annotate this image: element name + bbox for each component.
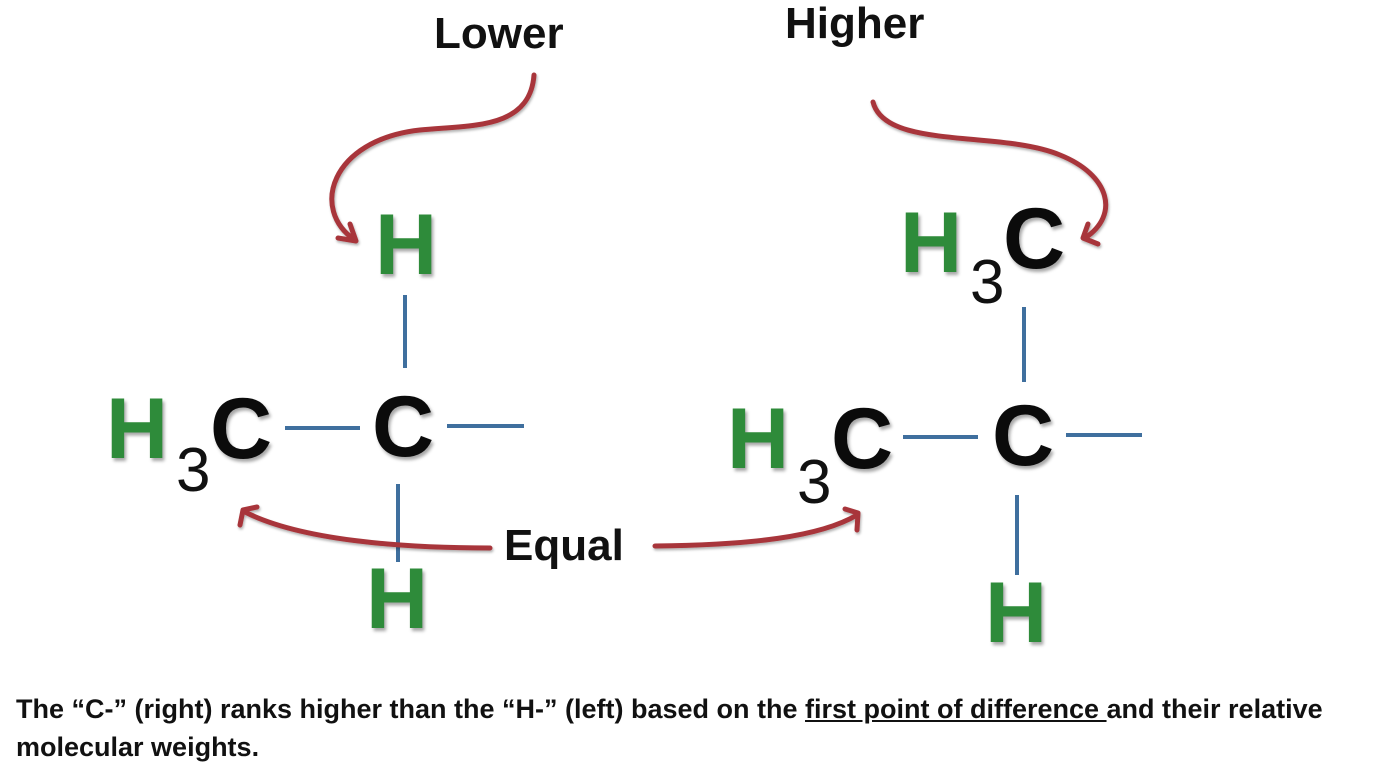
equal-arrow-left <box>242 509 493 551</box>
left-methyl-carbon: C <box>210 381 273 477</box>
caption-underlined-phrase: first point of difference <box>805 694 1107 724</box>
higher-arrow <box>870 99 1109 241</box>
lower-arrow-head <box>335 221 359 244</box>
higher-arrow-head <box>1080 221 1101 247</box>
right-left-methyl-hydrogen: H <box>727 391 790 487</box>
left-center-carbon: C <box>372 379 435 475</box>
equal-arrow-right <box>652 512 860 549</box>
left-methyl-hydrogen: H <box>106 381 169 477</box>
right-top-methyl-subscript: 3 <box>970 248 1005 317</box>
right-left-methyl-carbon: C <box>831 391 894 487</box>
lower-arrow <box>329 72 537 243</box>
higher-label: Higher <box>785 0 925 48</box>
lower-label: Lower <box>434 9 564 58</box>
right-left-methyl-subscript: 3 <box>797 448 832 517</box>
caption: The “C-” (right) ranks higher than the “… <box>16 690 1376 766</box>
right-center-carbon: C <box>992 388 1055 484</box>
right-bottom-hydrogen: H <box>985 565 1048 661</box>
caption-text-start: The “C-” (right) ranks higher than the “… <box>16 694 806 724</box>
left-top-hydrogen: H <box>375 197 438 293</box>
left-methyl-subscript: 3 <box>176 436 211 505</box>
caption-text-end: and their relative molecular weights. <box>16 694 1323 762</box>
right-top-methyl-hydrogen: H <box>900 195 963 291</box>
equal-arrow-left-head <box>237 504 260 528</box>
left-bottom-hydrogen: H <box>366 551 429 647</box>
equal-label: Equal <box>504 521 624 570</box>
equal-arrow-right-head <box>842 506 861 533</box>
right-top-methyl-carbon: C <box>1003 191 1066 287</box>
